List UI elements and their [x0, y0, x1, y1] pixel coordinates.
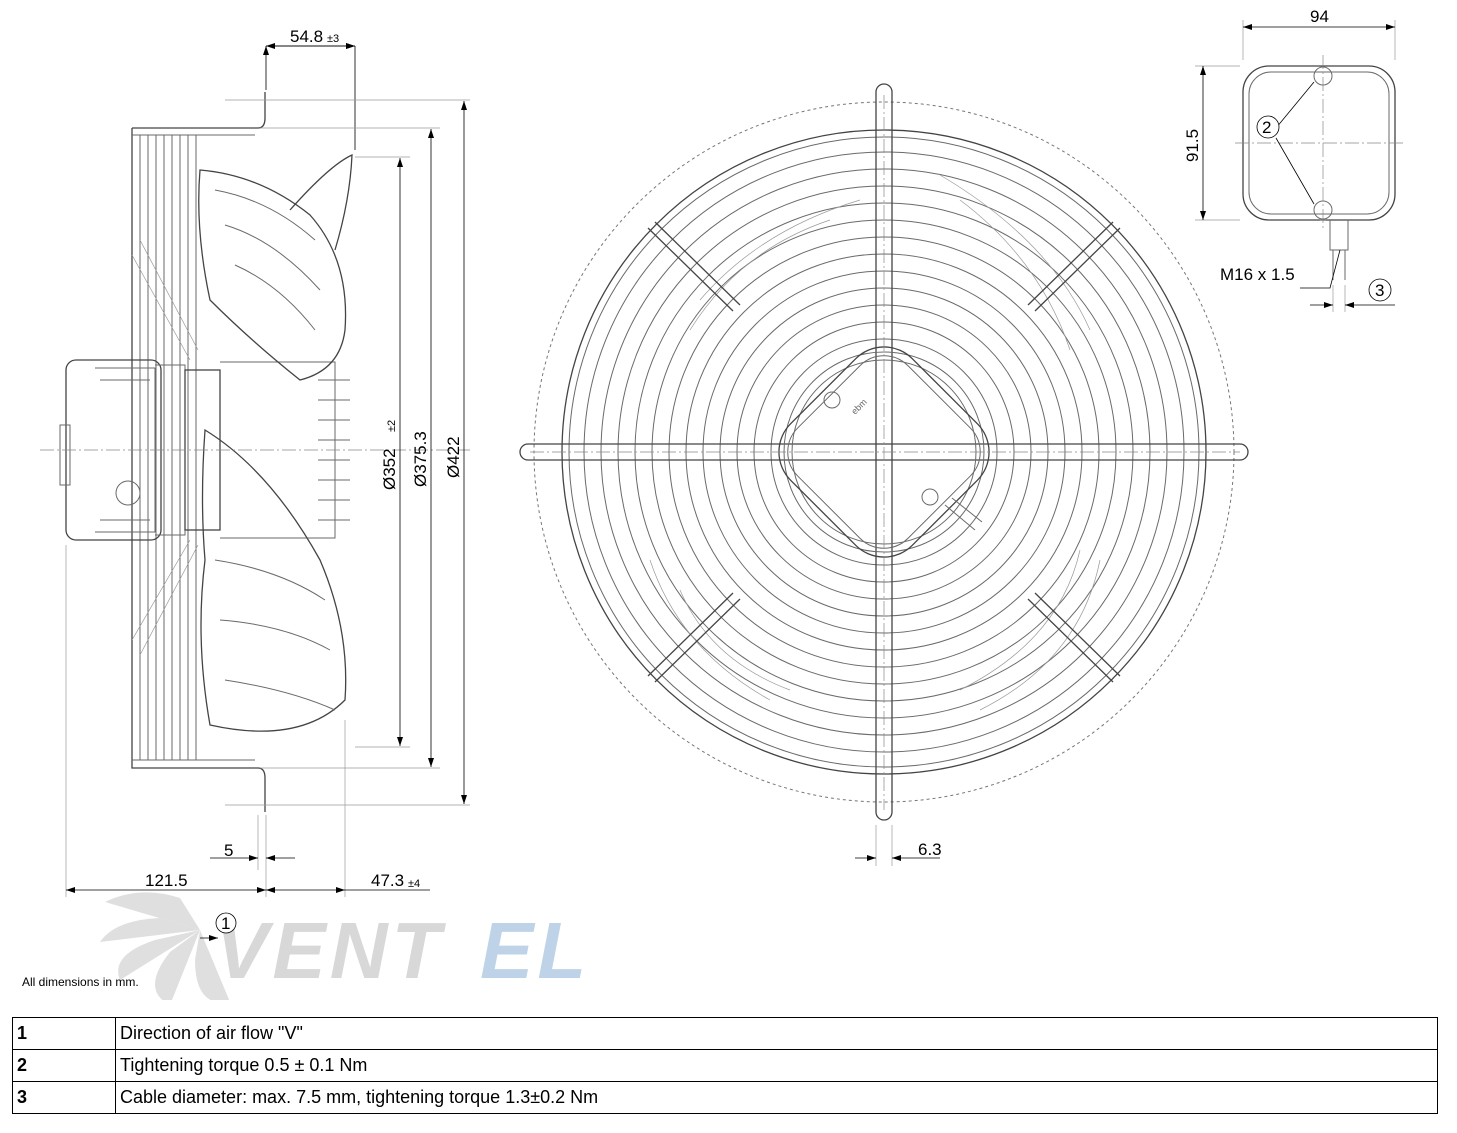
terminal-box-view	[1235, 55, 1405, 280]
dim-91-5: 91.5	[1183, 129, 1202, 162]
legend-text: Tightening torque 0.5 ± 0.1 Nm	[115, 1049, 1438, 1082]
dim-94: 94	[1310, 7, 1329, 26]
side-view	[40, 92, 470, 812]
svg-text:VENT: VENT	[215, 906, 446, 995]
legend-row: 1 Direction of air flow "V"	[12, 1017, 1438, 1050]
dim-54-8-tol: ±3	[327, 33, 339, 45]
dim-54-8: 54.8	[290, 27, 323, 46]
dim-422: Ø422	[444, 436, 463, 478]
callout-2: 2	[1262, 118, 1271, 137]
dim-47-3-tol: ±4	[408, 878, 420, 890]
dim-375-3: Ø375.3	[411, 431, 430, 487]
legend-number: 1	[12, 1017, 116, 1050]
legend-number: 3	[12, 1081, 116, 1114]
callout-3: 3	[1375, 281, 1384, 300]
units-note: All dimensions in mm.	[22, 975, 139, 989]
dim-47-3: 47.3	[371, 871, 404, 890]
svg-text:ebm: ebm	[849, 397, 868, 416]
callouts: 1 2 3	[215, 115, 1392, 934]
dim-352: Ø352	[380, 448, 399, 490]
callout-1: 1	[221, 914, 230, 933]
dim-121-5: 121.5	[145, 871, 188, 890]
legend-row: 2 Tightening torque 0.5 ± 0.1 Nm	[12, 1049, 1438, 1082]
front-view: ebm	[519, 83, 1249, 821]
legend-text: Cable diameter: max. 7.5 mm, tightening …	[115, 1081, 1438, 1114]
dimension-texts: 54.8 ±3 Ø352 ±2 Ø375.3 Ø422 5 121.5 47.3…	[145, 7, 1329, 890]
dim-5: 5	[224, 841, 233, 860]
legend-number: 2	[12, 1049, 116, 1082]
svg-text:EL: EL	[480, 906, 590, 995]
thread-label: M16 x 1.5	[1220, 265, 1295, 284]
dimension-lines	[65, 20, 1396, 941]
dim-352-tol: ±2	[386, 420, 398, 432]
legend-row: 3 Cable diameter: max. 7.5 mm, tightenin…	[12, 1081, 1438, 1114]
ventel-watermark: VENT EL	[100, 892, 590, 1000]
legend-text: Direction of air flow "V"	[115, 1017, 1438, 1050]
dim-6-3: 6.3	[918, 840, 942, 859]
legend-table: 1 Direction of air flow "V" 2 Tightening…	[12, 1017, 1438, 1114]
technical-drawing: VENT EL	[40, 7, 1405, 1000]
